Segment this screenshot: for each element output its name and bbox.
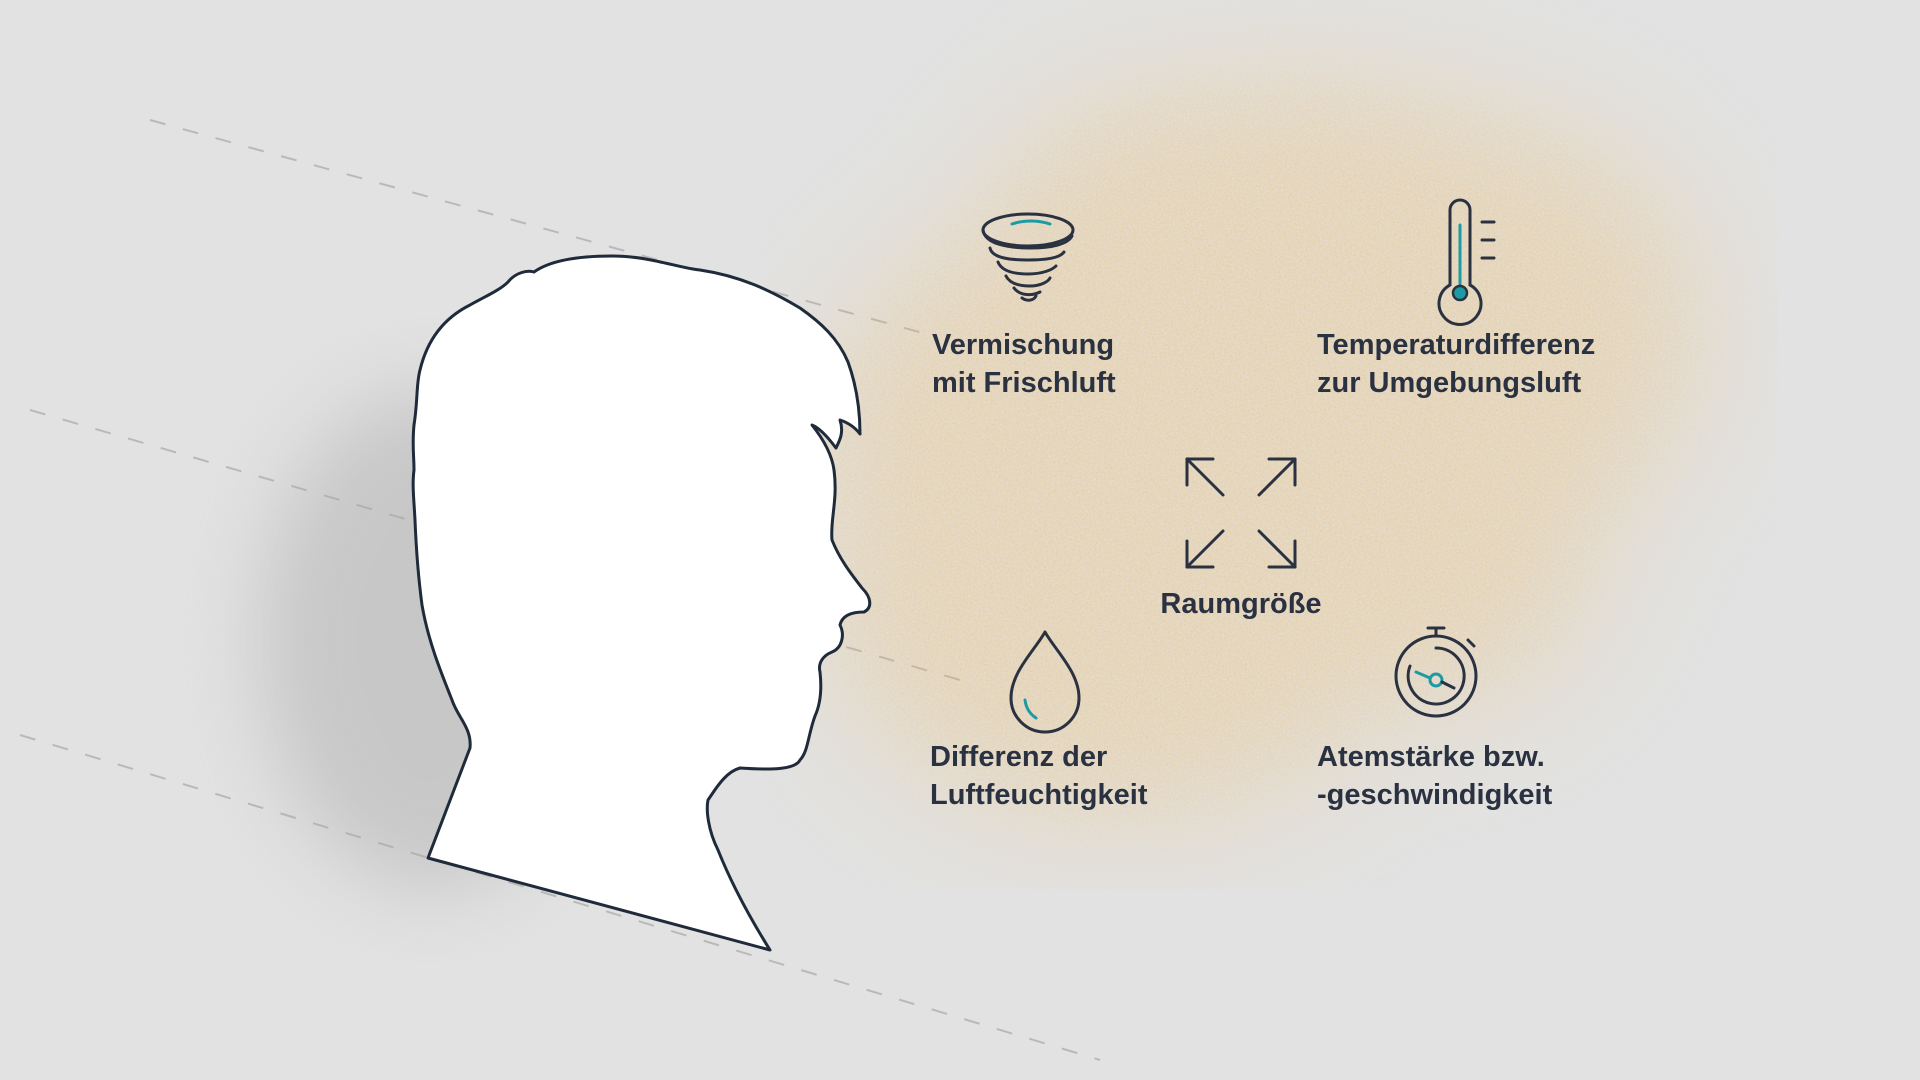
water-drop-icon <box>1009 630 1081 734</box>
factor-label-line: Atemstärke bzw. <box>1317 741 1545 773</box>
factor-label-line: Temperaturdifferenz <box>1317 329 1596 361</box>
factor-label-line: -geschwindigkeit <box>1317 779 1553 811</box>
stopwatch-icon <box>1394 626 1478 718</box>
factor-label-line: Luftfeuchtigkeit <box>930 779 1148 811</box>
factor-label-line: Vermischung <box>932 329 1115 361</box>
factor-label-room-size: Raumgröße <box>1141 585 1341 623</box>
tornado-icon <box>981 212 1075 302</box>
expand-arrows-icon <box>1185 457 1297 569</box>
head-silhouette <box>411 254 872 952</box>
factor-label-temperature: Temperaturdifferenz zur Umgebungsluft <box>1317 326 1595 402</box>
factor-label-line: Differenz der <box>930 741 1108 773</box>
factor-label-humidity: Differenz der Luftfeuchtigkeit <box>930 738 1148 814</box>
factor-label-line: zur Umgebungsluft <box>1317 367 1582 399</box>
factor-label-mixing: Vermischung mit Frischluft <box>932 326 1116 402</box>
factor-label-breathing: Atemstärke bzw. -geschwindigkeit <box>1317 738 1552 814</box>
factor-label-line: Raumgröße <box>1160 588 1322 620</box>
aerosol-cloud <box>810 70 1710 830</box>
thermometer-icon <box>1437 198 1496 326</box>
factor-label-line: mit Frischluft <box>932 367 1116 399</box>
